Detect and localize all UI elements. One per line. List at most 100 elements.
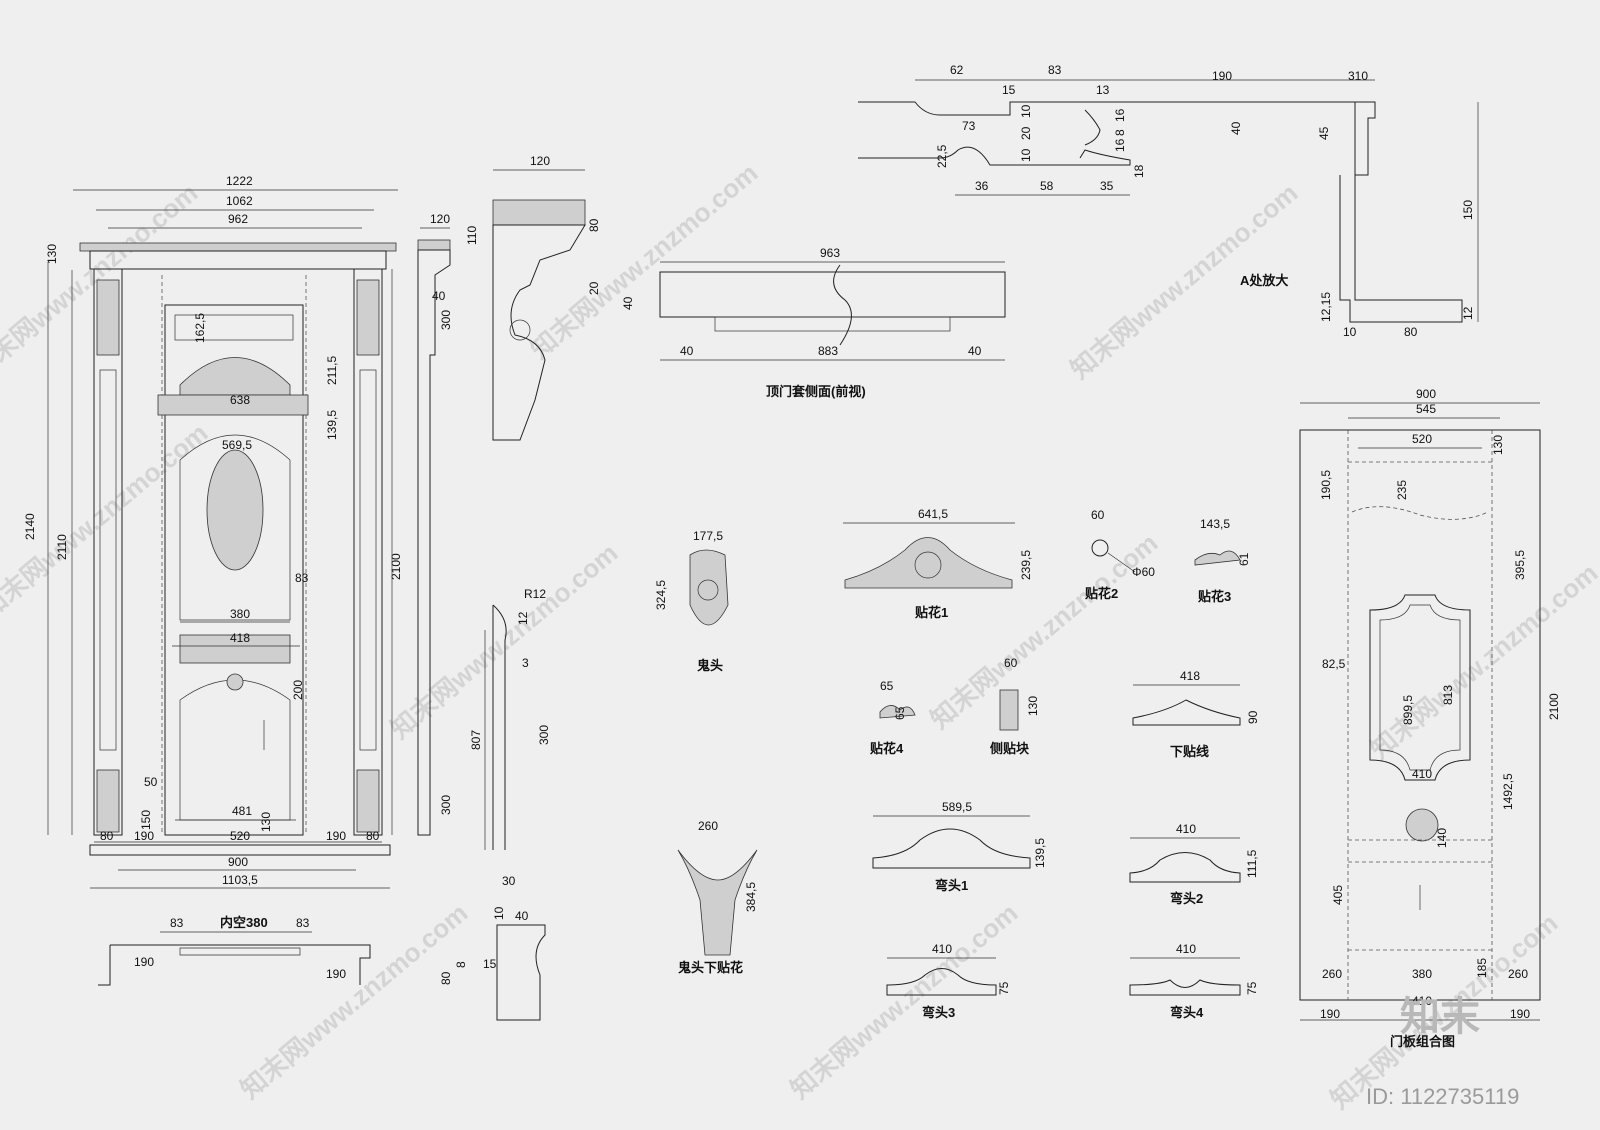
- part-ghost-head: 177,5 324,5 鬼头: [654, 529, 729, 673]
- dim-label: 130: [259, 812, 273, 832]
- ghost-head-label: 鬼头: [697, 658, 723, 673]
- watermark: 知末网www.znzmo.com: [525, 157, 764, 364]
- dim-label: 45: [1317, 126, 1331, 140]
- dim-label: 883: [818, 344, 838, 358]
- part-applique-1: 641,5 239,5 贴花1: [843, 507, 1033, 620]
- dim-label: 22,5: [935, 144, 949, 168]
- dim-label: 60: [1004, 656, 1018, 670]
- dim-label: 2100: [389, 553, 403, 580]
- top-frame-side-label: 顶门套侧面(前视): [766, 384, 866, 399]
- dim-label: 300: [537, 725, 551, 745]
- dim-label: 589,5: [942, 800, 972, 814]
- dim-label: 260: [698, 819, 718, 833]
- dim-label: 235: [1395, 480, 1409, 500]
- dim-label: 65: [880, 679, 894, 693]
- dim-label: 410: [1412, 767, 1432, 781]
- dim-label: 190: [326, 967, 346, 981]
- dim-label: 410: [932, 942, 952, 956]
- applique3-label: 贴花3: [1198, 589, 1231, 604]
- dim-label: 384,5: [744, 882, 758, 912]
- dim-label: 3: [522, 656, 529, 670]
- dim-label: 30: [502, 874, 516, 888]
- watermark: 知末网www.znzmo.com: [785, 897, 1024, 1104]
- dim-label: 1492,5: [1501, 773, 1515, 810]
- dim-label: 10: [1019, 148, 1033, 162]
- dim-label: 139,5: [1033, 838, 1047, 868]
- dim-label: 520: [230, 829, 250, 843]
- dim-label: 143,5: [1200, 517, 1230, 531]
- part-arch-2: 410 111,5 弯头2: [1129, 822, 1259, 906]
- dim-label: 545: [1416, 402, 1436, 416]
- dim-label: 200: [291, 680, 305, 700]
- dim-label: 900: [228, 855, 248, 869]
- image-id: ID: 1122735119: [1366, 1084, 1519, 1109]
- dim-label: 418: [1180, 669, 1200, 683]
- top-frame-side-view: 963 40 40 883 40 顶门套侧面(前视): [621, 246, 1006, 399]
- dim-label: 62: [950, 63, 964, 77]
- side-block-label: 侧贴块: [990, 741, 1030, 756]
- dim-label: 80: [366, 829, 380, 843]
- part-ghost-head-lower: 260 384,5 鬼头下贴花: [677, 819, 758, 975]
- dim-label: R12: [524, 587, 546, 601]
- dim-label: 20: [1019, 126, 1033, 140]
- dim-label: 380: [1412, 967, 1432, 981]
- ghost-head-lower-label: 鬼头下贴花: [678, 960, 743, 975]
- door-panel-combo-label: 门板组合图: [1390, 1034, 1455, 1049]
- dim-label: 8: [1113, 129, 1127, 136]
- dim-label: 40: [968, 344, 982, 358]
- dim-label: 40: [432, 289, 446, 303]
- dim-label: 12: [1461, 306, 1475, 320]
- dim-label: 2140: [23, 513, 37, 540]
- dim-label: 150: [1461, 200, 1475, 220]
- dim-label: 12: [516, 611, 530, 625]
- detail-a-label: A处放大: [1240, 273, 1288, 288]
- part-side-block: 60 130 侧贴块: [990, 656, 1040, 756]
- dim-label: 139,5: [325, 410, 339, 440]
- crown-ornament: [179, 357, 291, 396]
- part-applique-2: 60 Φ60 贴花2: [1085, 508, 1155, 601]
- arch3-label: 弯头3: [922, 1005, 955, 1020]
- dim-label: 40: [621, 296, 635, 310]
- dim-label: 40: [1229, 121, 1243, 135]
- inner-space-label: 内空380: [220, 915, 268, 930]
- dim-label: 410: [1176, 942, 1196, 956]
- dim-label: 50: [144, 775, 158, 789]
- dim-label: 190,5: [1319, 470, 1333, 500]
- door-panel-combination: 900 545 520 130 190,5 235 395,5 2100 82,…: [1299, 387, 1561, 1049]
- part-applique-3: 143,5 61 贴花3: [1194, 517, 1251, 604]
- dim-label: 260: [1322, 967, 1342, 981]
- dim-label: 18: [1132, 164, 1146, 178]
- detail-a-enlarged: 62 83 190 310 15 13 73 10 20 10 16 8 16 …: [858, 63, 1479, 339]
- dim-label: 58: [1040, 179, 1054, 193]
- arch4-label: 弯头4: [1170, 1005, 1204, 1020]
- dim-label: 83: [296, 916, 310, 930]
- dim-label: 963: [820, 246, 840, 260]
- small-profile: 10 40 8 15 80: [439, 906, 546, 1021]
- dim-label: 8: [454, 961, 468, 968]
- dim-label: 83: [295, 571, 309, 585]
- door-front-elevation: 1222 1062 962 2140 2110 130: [23, 174, 403, 889]
- dim-label: 813: [1441, 685, 1455, 705]
- lower-line-label: 下贴线: [1170, 744, 1209, 759]
- frame-side-section: 120 40 300 300: [417, 212, 453, 836]
- dim-label: 13: [1096, 83, 1110, 97]
- dim-label: 185: [1475, 958, 1489, 978]
- dim-label: 110: [465, 226, 479, 245]
- applique1-label: 贴花1: [915, 605, 948, 620]
- left-pilaster: [93, 268, 123, 836]
- dim-label: 16: [1113, 108, 1127, 122]
- dim-label: 73: [962, 119, 976, 133]
- dim-label: 75: [997, 981, 1011, 995]
- dim-label: 807: [469, 730, 483, 750]
- dim-label: 641,5: [918, 507, 948, 521]
- door-leaf: [164, 304, 304, 836]
- dim-label: 2110: [55, 534, 69, 560]
- dim-label: 418: [230, 631, 250, 645]
- dim-label: 310: [1348, 69, 1368, 83]
- dim-label: 300: [439, 310, 453, 330]
- dim-label: 61: [1237, 552, 1251, 566]
- applique4-label: 贴花4: [870, 741, 904, 756]
- dim-label: 12,15: [1319, 292, 1333, 322]
- part-arch-4: 410 75 弯头4: [1129, 942, 1259, 1020]
